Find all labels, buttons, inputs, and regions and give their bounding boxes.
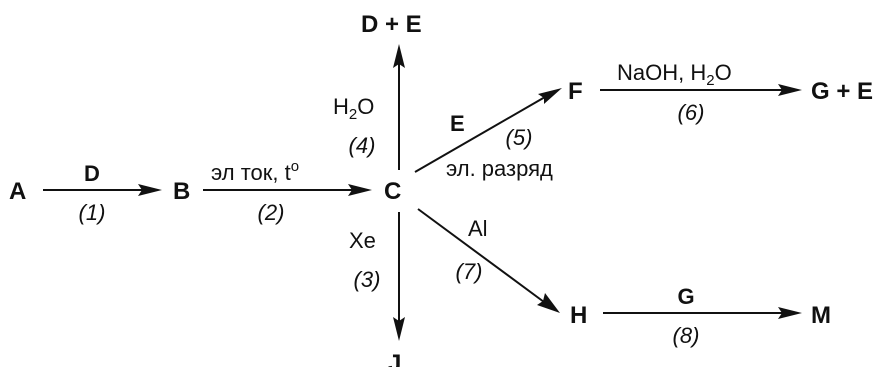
step-label-2: (2) [258,200,285,225]
node-j: J [388,350,401,367]
node-d-plus-e: D + E [361,11,422,38]
arrow-c-to-f [414,88,562,173]
node-a: A [9,178,26,205]
arrow-c-to-h [417,208,560,313]
reagent-6-sub: 2 [706,72,714,89]
node-c: C [384,178,401,205]
reagent-6-post: O [715,60,732,85]
reagent-4-post: O [357,94,374,119]
reagent-5: E [450,111,465,136]
reagent-6-pre: NaOH, H [617,60,706,85]
arrow-h-to-m [603,307,802,319]
step-label-7: (7) [456,259,483,284]
node-g-plus-e: G + E [811,78,873,105]
reagent-2-degree: o [291,158,299,175]
arrow-b-to-c [203,184,372,196]
reagent-6: NaOH, H2O [617,60,732,89]
step-label-4: (4) [349,133,376,158]
reagent-4-sub: 2 [349,106,357,123]
reagent-7: Al [468,216,488,241]
step-label-8: (8) [673,323,700,348]
step-label-3: (3) [354,267,381,292]
arrow-c-to-j [393,212,405,341]
step-label-1: (1) [79,200,106,225]
step-label-5: (5) [506,125,533,150]
node-f: F [568,78,583,105]
reagent-3: Xe [349,228,376,253]
arrow-a-to-b [43,184,162,196]
condition-5: эл. разряд [446,156,553,181]
step-label-6: (6) [678,100,705,125]
reagent-2: эл ток, to [211,158,299,185]
reagent-4: H2O [333,94,374,123]
node-h: H [570,302,587,329]
reagent-8: G [677,284,694,309]
reagent-2-text: эл ток, t [211,160,291,185]
arrow-f-to-g-plus-e [600,84,802,96]
reagent-4-pre: H [333,94,349,119]
arrow-c-to-d-plus-e [393,44,405,170]
node-m: M [811,302,831,329]
node-b: B [173,178,190,205]
reagent-1: D [84,161,100,186]
